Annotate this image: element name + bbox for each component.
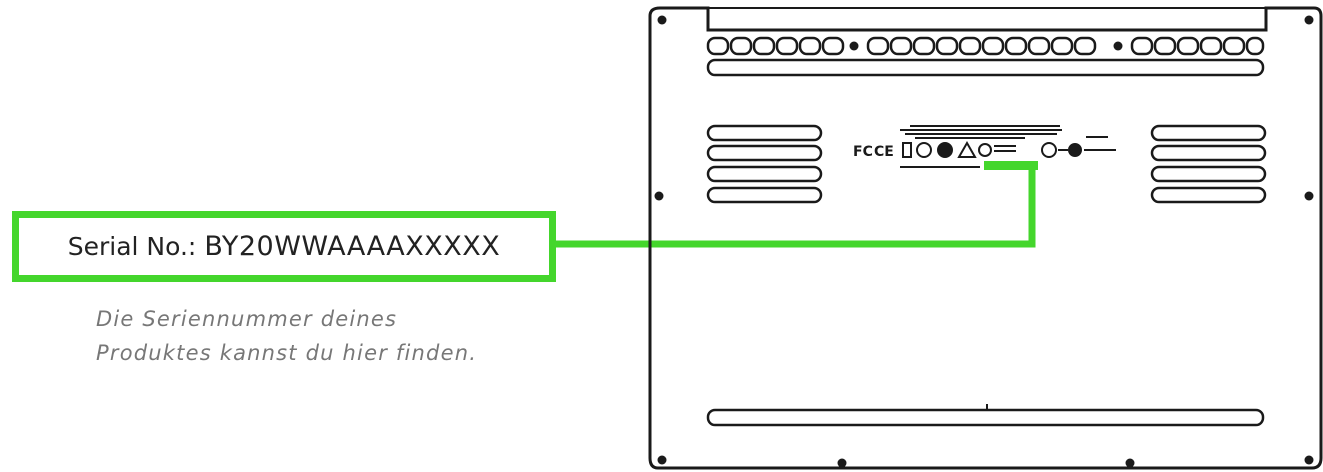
energy-icon xyxy=(1068,143,1082,157)
screws xyxy=(654,15,1314,468)
screw xyxy=(1304,191,1314,201)
ce-icon: CE xyxy=(874,144,894,160)
screw xyxy=(1304,455,1314,465)
serial-highlight xyxy=(984,161,1038,170)
certification-icons: FC CE xyxy=(853,140,1116,160)
fcc-icon: FC xyxy=(853,144,873,160)
serial-label: Serial No.: xyxy=(67,232,197,261)
top-long-vent xyxy=(706,58,1265,77)
compliance-icon xyxy=(937,142,953,158)
screw xyxy=(1125,458,1135,468)
connector-line xyxy=(556,168,1036,248)
screw xyxy=(837,458,847,468)
caption-line-1: Die Seriennummer deines xyxy=(96,307,398,331)
serial-number-text: Serial No.: BY20WWAAAAXXXXX xyxy=(68,231,501,262)
center-mark xyxy=(986,404,988,410)
screw xyxy=(657,15,667,25)
right-vents xyxy=(1150,124,1267,204)
caption: Die Seriennummer deines Produktes kannst… xyxy=(96,302,556,370)
ul-icon xyxy=(916,142,932,158)
recycle-icon xyxy=(978,143,992,157)
regulatory-label: FC CE xyxy=(853,125,1116,170)
screw xyxy=(1304,15,1314,25)
screw xyxy=(654,191,664,201)
left-vents xyxy=(706,124,823,204)
fine-print-lines xyxy=(900,125,1108,139)
screw xyxy=(849,41,859,51)
screw xyxy=(657,455,667,465)
model-line xyxy=(900,166,980,168)
caption-line-2: Produktes kannst du hier finden. xyxy=(96,341,478,365)
laptop-chassis xyxy=(648,6,1323,470)
bottom-long-vent xyxy=(706,408,1265,427)
weee-icon xyxy=(902,142,912,158)
serial-value: BY20WWAAAAXXXXX xyxy=(204,231,501,262)
screw xyxy=(1113,41,1123,51)
top-vent-row xyxy=(706,36,1265,56)
warning-icon xyxy=(957,140,977,158)
serial-number-callout: Serial No.: BY20WWAAAAXXXXX xyxy=(12,211,556,282)
dc-symbol-icon xyxy=(1041,142,1057,158)
